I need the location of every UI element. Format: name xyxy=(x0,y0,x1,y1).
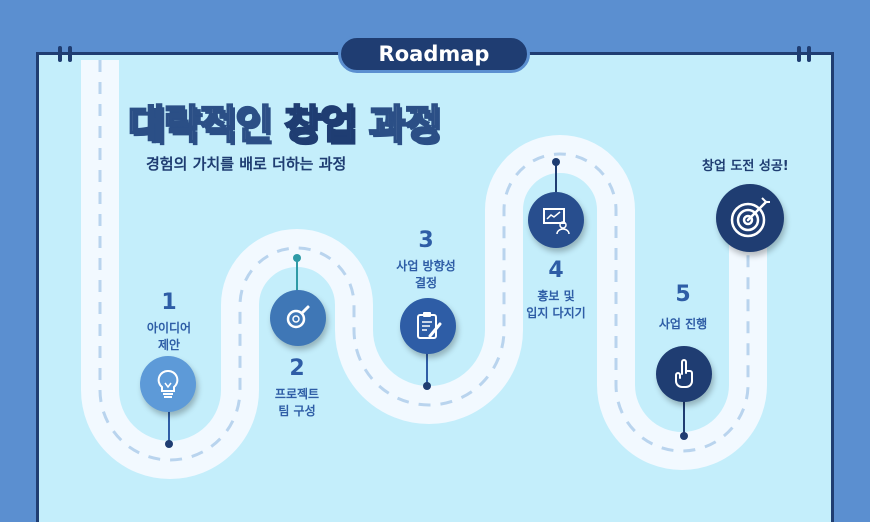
step-5-number: 5 xyxy=(675,282,691,307)
page-subtitle: 경험의 가치를 배로 더하는 과정 xyxy=(146,155,347,173)
step-3-label: 사업 방향성 결정 xyxy=(396,259,456,290)
board-pin xyxy=(797,46,801,62)
step-2-badge xyxy=(270,290,326,346)
title-part-3: 과정 xyxy=(368,101,443,149)
step-3-number: 3 xyxy=(418,228,434,253)
step-1-number: 1 xyxy=(161,290,177,315)
board-pin xyxy=(58,46,62,62)
roadmap-badge: Roadmap xyxy=(338,35,530,73)
goal-badge xyxy=(716,184,784,252)
target-arrow-icon xyxy=(730,197,770,238)
lightbulb-icon xyxy=(157,369,179,398)
step-1-badge xyxy=(140,356,196,412)
clipboard-pen-icon xyxy=(417,312,442,339)
step-2-label: 프로젝트 팀 구성 xyxy=(274,387,320,418)
board-pin xyxy=(68,46,72,62)
page-title: 대략적인 창업 과정 xyxy=(127,92,443,150)
step-5-badge xyxy=(656,346,712,402)
step-3-badge xyxy=(400,298,456,354)
goal-label: 창업 도전 성공! xyxy=(702,159,789,174)
hand-pointing-icon xyxy=(675,359,693,388)
step-4-number: 4 xyxy=(548,258,564,283)
step-4-badge xyxy=(528,192,584,248)
title-part-1: 대략적인 xyxy=(127,101,273,149)
step-5-label: 사업 진행 xyxy=(658,317,708,331)
step-1-label: 아이디어 제안 xyxy=(146,321,192,352)
step-4-label: 홍보 및 입지 다지기 xyxy=(526,289,586,320)
step-2-number: 2 xyxy=(289,356,305,381)
magnifier-icon xyxy=(286,305,310,329)
title-part-2: 창업 xyxy=(283,101,358,149)
board-pin xyxy=(807,46,811,62)
presentation-icon xyxy=(543,208,570,235)
